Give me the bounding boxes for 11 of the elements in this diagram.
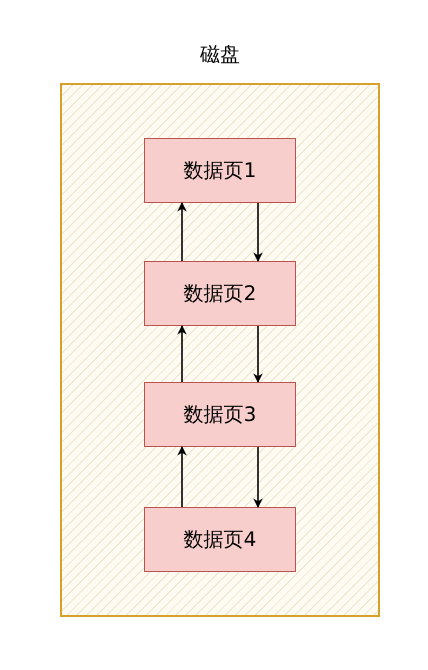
data-page-box: 数据页2 bbox=[144, 261, 296, 326]
data-page-box: 数据页3 bbox=[144, 382, 296, 447]
arrow bbox=[253, 203, 263, 262]
disk-title: 磁盘 bbox=[200, 42, 240, 66]
arrow bbox=[177, 325, 187, 382]
arrow bbox=[177, 446, 187, 507]
data-page-box: 数据页4 bbox=[144, 507, 296, 572]
arrow bbox=[253, 326, 263, 383]
arrow bbox=[253, 447, 263, 508]
data-page-box: 数据页1 bbox=[144, 138, 296, 203]
arrow bbox=[177, 202, 187, 261]
